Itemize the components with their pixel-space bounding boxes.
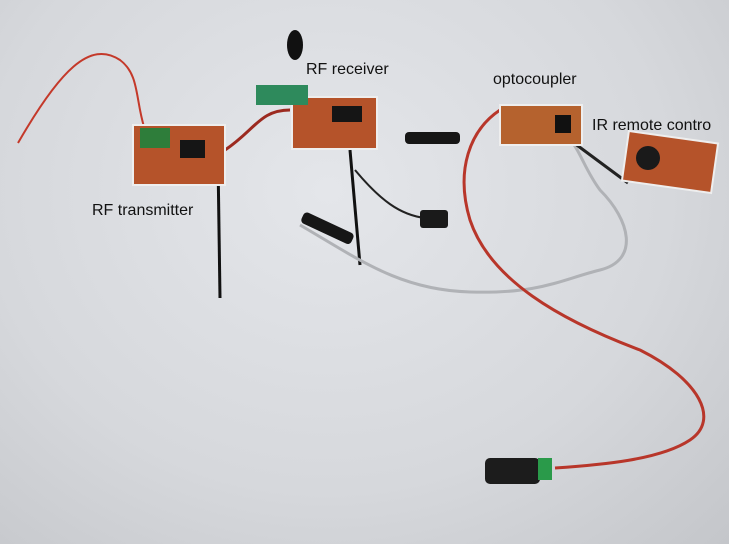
red-antenna-wire bbox=[17, 53, 146, 144]
red-black-wire bbox=[224, 108, 291, 152]
gray-cable bbox=[299, 138, 628, 294]
battery-snap bbox=[420, 210, 448, 228]
label-ir-remote: IR remote contro bbox=[592, 117, 712, 134]
rx-chip bbox=[332, 106, 362, 122]
opto-chip bbox=[555, 115, 571, 133]
dc-terminal bbox=[538, 458, 552, 480]
red-power-cable bbox=[462, 108, 706, 470]
rx-antenna-cap bbox=[287, 30, 303, 60]
audio-jack-2 bbox=[301, 212, 354, 244]
ir-remote-board bbox=[620, 129, 720, 195]
rx-module bbox=[256, 85, 308, 105]
dc-jack bbox=[485, 458, 540, 484]
battery-wire bbox=[354, 169, 426, 219]
tx-chip bbox=[180, 140, 205, 158]
black-antenna-rx bbox=[348, 149, 362, 266]
rf-receiver-board bbox=[291, 96, 378, 150]
label-rf-transmitter: RF transmitter bbox=[92, 202, 194, 219]
label-optocoupler: optocoupler bbox=[493, 71, 577, 88]
tx-module bbox=[140, 128, 170, 148]
ir-button bbox=[636, 146, 660, 170]
audio-jack-1 bbox=[405, 132, 460, 144]
label-rf-receiver: RF receiver bbox=[306, 61, 389, 78]
black-wire-opto bbox=[569, 138, 629, 185]
